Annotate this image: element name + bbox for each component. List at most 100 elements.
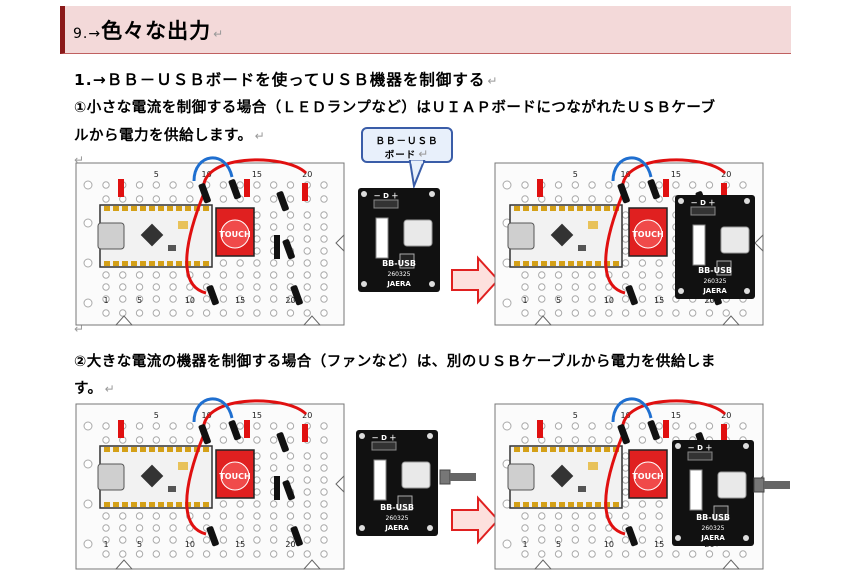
- header-pin: [104, 447, 110, 452]
- breadboard-hole: [605, 436, 613, 444]
- breadboard-hole: [621, 512, 630, 520]
- header-pin: [541, 206, 547, 211]
- rail-hole: [502, 298, 512, 308]
- empty-paragraph-mark: ↵: [74, 153, 85, 167]
- breadboard-hole: [102, 271, 110, 279]
- breadboard-hole: [303, 247, 311, 255]
- pcb-name: BB-USB: [696, 513, 730, 522]
- breadboard-hole: [655, 512, 663, 520]
- header-pin: [122, 261, 128, 266]
- component: [588, 462, 598, 470]
- breadboard-hole: [169, 422, 177, 430]
- breadboard-hole: [303, 550, 311, 558]
- breadboard-hole: [286, 211, 295, 219]
- pcb-pin-label: － D ＋: [374, 192, 399, 200]
- breadboard-hole: [722, 309, 730, 317]
- mount-hole: [427, 433, 433, 439]
- breadboard-hole: [621, 488, 630, 496]
- header-pin: [149, 447, 155, 452]
- usb-c-connector: [97, 222, 125, 250]
- breadboard-hole: [119, 524, 127, 532]
- breadboard-hole: [169, 195, 177, 203]
- breadboard-hole: [169, 524, 177, 532]
- column-label: 10: [621, 170, 631, 179]
- breadboard-hole: [655, 259, 663, 267]
- breadboard-hole: [303, 309, 311, 317]
- callout-text: ボード: [384, 150, 417, 161]
- side-notch: [754, 233, 764, 253]
- breadboard-hole: [119, 512, 127, 520]
- header-pin: [595, 447, 601, 452]
- breadboard-hole: [152, 550, 161, 558]
- row-number: 1: [103, 540, 108, 549]
- breadboard-hole: [621, 476, 630, 484]
- header-pin: [149, 261, 155, 266]
- breadboard-hole: [236, 524, 244, 532]
- mount-hole: [743, 443, 749, 449]
- header-pin: [203, 261, 209, 266]
- jumper-black: [647, 179, 660, 200]
- mount-hole: [429, 281, 435, 287]
- breadboard-hole: [102, 295, 110, 303]
- breadboard-hole: [119, 309, 127, 317]
- header-pin: [176, 447, 182, 452]
- header-pin: [131, 206, 137, 211]
- column-label: 5: [573, 411, 578, 420]
- usb-c-connector: [507, 463, 535, 491]
- foot: [533, 559, 553, 570]
- mount-hole: [744, 288, 750, 294]
- bb-usb-callout: ＢＢ－ＵＳＢ ボード↵: [361, 127, 453, 163]
- header-pin: [550, 502, 556, 507]
- jumper-black: [290, 285, 303, 306]
- breadboard-hole: [588, 283, 596, 291]
- breadboard-hole: [269, 223, 278, 231]
- wire-red: [202, 158, 308, 194]
- header-pin: [140, 502, 146, 507]
- header-pin: [568, 447, 574, 452]
- breadboard-hole: [705, 309, 714, 317]
- ic-chip: [399, 253, 415, 269]
- breadboard-hole: [571, 512, 580, 520]
- breadboard-hole: [286, 436, 295, 444]
- pin-header: [690, 206, 716, 216]
- breadboard-hole: [672, 422, 680, 430]
- row-number: 1: [522, 296, 527, 305]
- breadboard-hole: [286, 422, 295, 430]
- component: [588, 221, 598, 229]
- pcb-pin-label: － D ＋: [691, 199, 716, 207]
- breadboard-hole: [253, 259, 261, 267]
- breadboard-hole: [554, 271, 563, 279]
- breadboard-hole: [554, 524, 563, 532]
- breadboard-hole: [588, 309, 596, 317]
- callout-tail: [408, 160, 426, 190]
- breadboard-hole: [320, 271, 328, 279]
- breadboard-hole: [605, 309, 613, 317]
- breadboard-hole: [655, 295, 663, 303]
- breadboard-hole: [621, 500, 630, 508]
- breadboard-hole: [152, 536, 161, 544]
- component: [578, 245, 586, 251]
- mount-hole: [361, 191, 367, 197]
- jumper-red: [118, 420, 124, 438]
- header-pin: [541, 261, 547, 266]
- row-number: 10: [185, 540, 195, 549]
- tab-arrow: →: [88, 26, 102, 42]
- rail-hole: [83, 258, 93, 268]
- breadboard-hole: [554, 550, 563, 558]
- header-pin: [149, 502, 155, 507]
- breadboard-hole: [303, 211, 311, 219]
- breadboard-hole: [253, 283, 261, 291]
- header-pin: [541, 447, 547, 452]
- breadboard-hole: [152, 271, 161, 279]
- jumper-red: [244, 420, 250, 438]
- breadboard-hole: [269, 283, 278, 291]
- header-pin: [104, 502, 110, 507]
- breadboard-hole: [202, 512, 211, 520]
- breadboard-hole: [303, 524, 311, 532]
- breadboard-hole: [303, 476, 311, 484]
- breadboard-hole: [521, 536, 529, 544]
- header-pin: [559, 502, 565, 507]
- breadboard-hole: [269, 436, 278, 444]
